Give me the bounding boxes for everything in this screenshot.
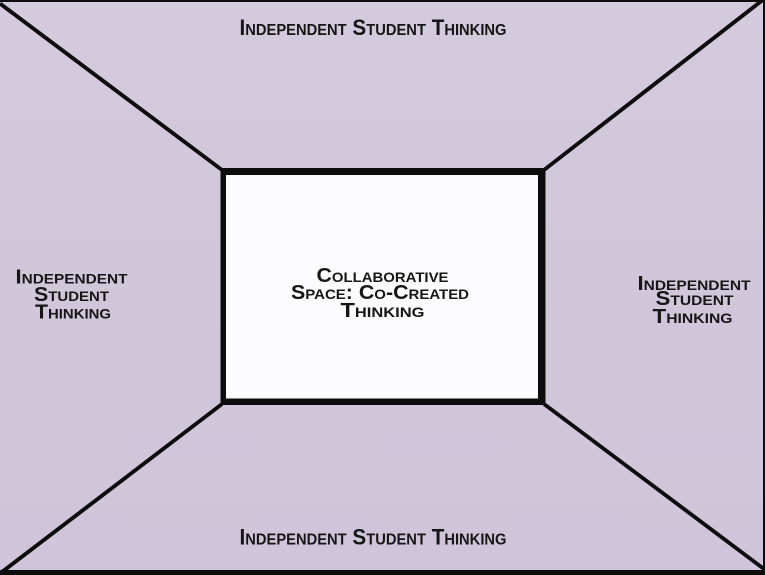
svg-text:Collaborative: Collaborative (317, 265, 449, 287)
svg-text:Independent Student Thinking: Independent Student Thinking (240, 15, 507, 40)
svg-text:Thinking: Thinking (35, 302, 111, 324)
svg-text:Independent: Independent (638, 273, 751, 295)
svg-text:Thinking: Thinking (653, 306, 733, 328)
svg-text:Space: Co-Created: Space: Co-Created (291, 282, 469, 304)
svg-text:Student: Student (34, 284, 109, 306)
svg-text:Independent Student Thinking: Independent Student Thinking (240, 525, 507, 550)
svg-text:Independent: Independent (16, 267, 128, 289)
svg-text:Student: Student (656, 288, 734, 310)
svg-text:Thinking: Thinking (341, 300, 425, 322)
